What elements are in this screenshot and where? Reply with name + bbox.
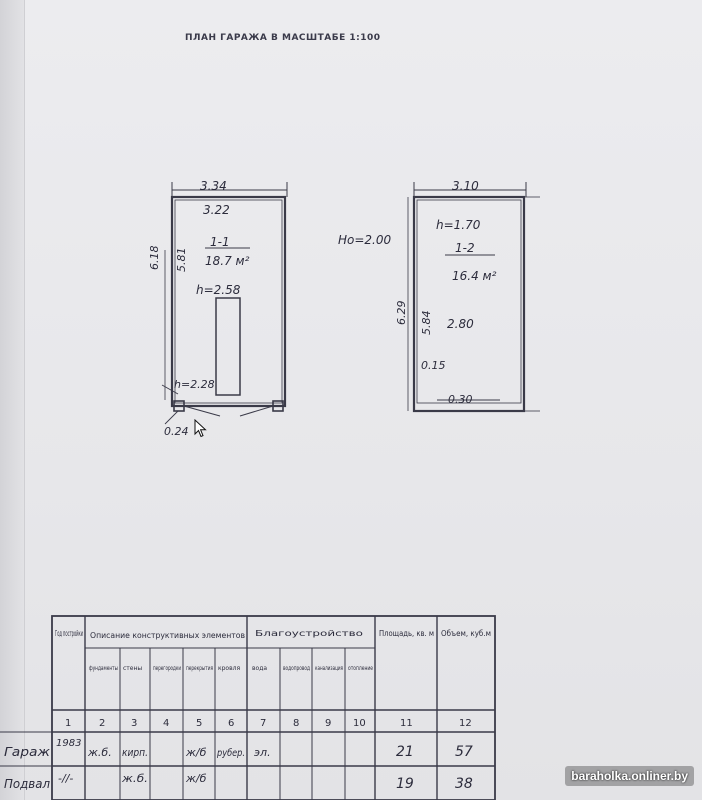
col-number: 11: [400, 718, 413, 729]
row-ceilings: ж/б: [185, 746, 207, 759]
col-number: 6: [228, 718, 234, 729]
right-room-height: h=1.70: [436, 218, 481, 232]
header-area: Площадь, кв. м: [379, 629, 434, 638]
row-ceilings: ж/б: [185, 772, 207, 785]
right-room-number: 1-2: [455, 241, 475, 255]
table-grid: [0, 615, 496, 800]
row-foundation: ж.б.: [87, 746, 112, 759]
left-outer-width-label: 3.34: [200, 179, 227, 193]
characteristics-table: Год постройки Описание конструктивных эл…: [0, 615, 496, 800]
col-number: 7: [260, 718, 266, 729]
col-number: 9: [325, 718, 331, 729]
right-room-area: 16.4 м²: [452, 269, 497, 283]
col-number: 12: [459, 718, 472, 729]
left-room-height: h=2.58: [196, 283, 241, 297]
row-name: Гараж: [4, 745, 50, 759]
left-outer-length-label: 6.18: [148, 246, 161, 271]
right-outer-length-label: 6.29: [395, 301, 408, 326]
col-number: 2: [99, 718, 105, 729]
col-number: 1: [65, 718, 71, 729]
left-room-number: 1-1: [210, 235, 230, 249]
row-area: 21: [396, 744, 414, 760]
left-room-area: 18.7 м²: [205, 254, 250, 268]
header-ceilings: перекрытия: [186, 665, 213, 672]
col-number: 5: [196, 718, 202, 729]
header-description: Описание конструктивных элементов: [90, 631, 245, 640]
left-inner-length-label: 5.81: [175, 248, 188, 273]
right-room-drawing: [407, 182, 540, 413]
col-number: 10: [353, 718, 366, 729]
right-inner-length-label: 5.84: [420, 311, 433, 336]
header-partitions: перегородки: [153, 665, 181, 672]
row-volume: 38: [455, 776, 473, 792]
row-year: 1983: [56, 738, 81, 749]
row-roof: рубер.: [216, 747, 245, 759]
header-year: Год постройки: [55, 629, 83, 638]
right-bottom-dimension: 0.30: [448, 393, 473, 406]
header-blagoustroistvo: Благоустройство: [255, 629, 363, 638]
page-edge-shadow: [0, 0, 25, 800]
header-sewer: канализация: [315, 665, 343, 672]
header-roof: кровля: [218, 665, 240, 672]
row-walls: кирп.: [122, 746, 148, 759]
garage-floor-plan: 3.34 3.22 1-1 18.7 м² h=2.58 6.18 5.81 h…: [148, 179, 540, 438]
row-year: -//-: [58, 772, 73, 785]
col-number: 3: [131, 718, 137, 729]
row-electricity: эл.: [254, 746, 271, 759]
left-room-drawing: [161, 182, 288, 425]
left-inner-width-label: 3.22: [203, 203, 230, 217]
left-wall-thickness: 0.24: [164, 425, 189, 438]
right-wall-thickness: 0.15: [421, 359, 446, 372]
right-outer-width-label: 3.10: [452, 179, 479, 193]
header-plumbing: водопровод: [283, 665, 310, 672]
header-water: вода: [252, 665, 267, 672]
col-number: 4: [163, 718, 169, 729]
floor-height-note: Но=2.00: [338, 233, 392, 247]
header-volume: Объем, куб.м: [441, 629, 491, 638]
left-gate-height: h=2.28: [174, 378, 215, 391]
header-foundation: фундаменты: [89, 665, 118, 672]
row-volume: 57: [455, 744, 473, 760]
row-name: Подвал: [4, 777, 50, 791]
site-watermark: baraholka.onliner.by: [565, 766, 694, 786]
right-inner-width-label: 2.80: [447, 317, 474, 331]
plan-title: ПЛАН ГАРАЖА В МАСШТАБЕ 1:100: [185, 33, 381, 43]
header-walls: стены: [123, 665, 142, 672]
header-heating: отопление: [348, 665, 373, 672]
col-number: 8: [293, 718, 299, 729]
row-area: 19: [396, 776, 414, 792]
mouse-cursor-icon: [194, 419, 207, 438]
row-walls: ж.б.: [121, 772, 148, 785]
